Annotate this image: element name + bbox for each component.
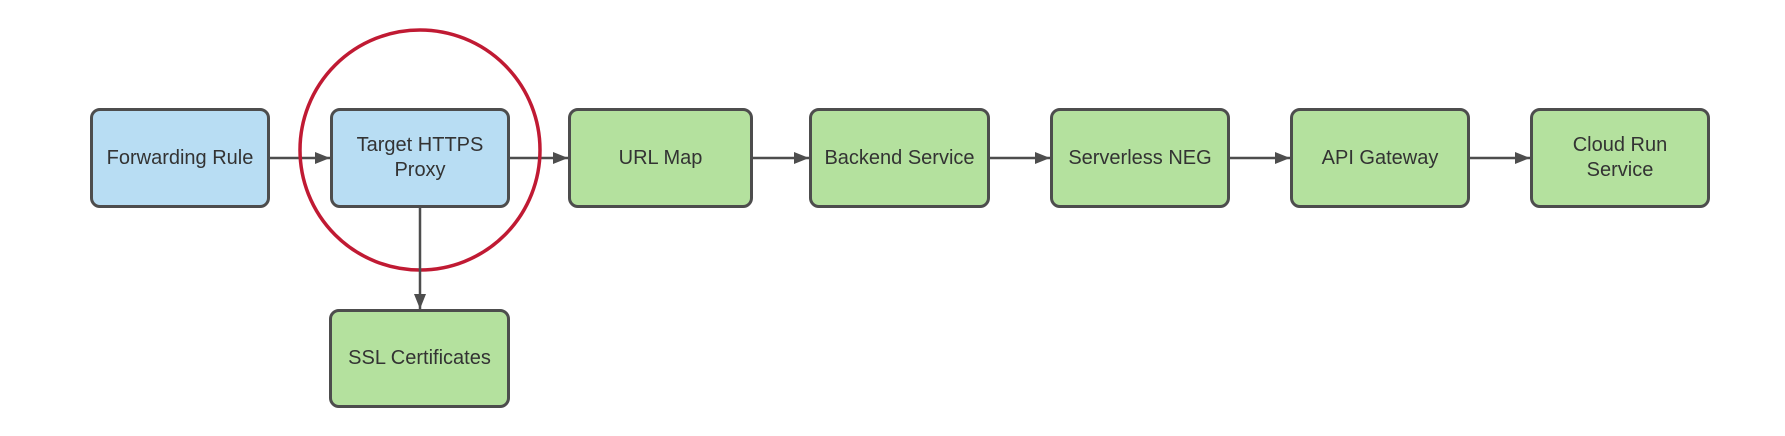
node-target-https-proxy[interactable]: Target HTTPS Proxy xyxy=(330,108,510,208)
node-label: SSL Certificates xyxy=(348,347,491,369)
node-backend-service[interactable]: Backend Service xyxy=(809,108,990,208)
node-label: API Gateway xyxy=(1321,146,1439,169)
node-label: Backend Service xyxy=(824,146,975,169)
node-url-map[interactable]: URL Map xyxy=(568,108,753,208)
node-cloud-run-service[interactable]: Cloud Run Service xyxy=(1530,108,1710,208)
node-label: URL Map xyxy=(618,146,703,169)
node-forwarding-rule[interactable]: Forwarding Rule xyxy=(90,108,270,208)
node-label: Target HTTPS Proxy xyxy=(356,134,484,181)
node-label: Cloud Run Service xyxy=(1572,134,1668,181)
node-api-gateway[interactable]: API Gateway xyxy=(1290,108,1470,208)
node-ssl-certificates[interactable]: SSL Certificates xyxy=(329,309,510,408)
node-label: Serverless NEG xyxy=(1068,146,1212,169)
node-label: Forwarding Rule xyxy=(106,146,254,169)
node-serverless-neg[interactable]: Serverless NEG xyxy=(1050,108,1230,208)
